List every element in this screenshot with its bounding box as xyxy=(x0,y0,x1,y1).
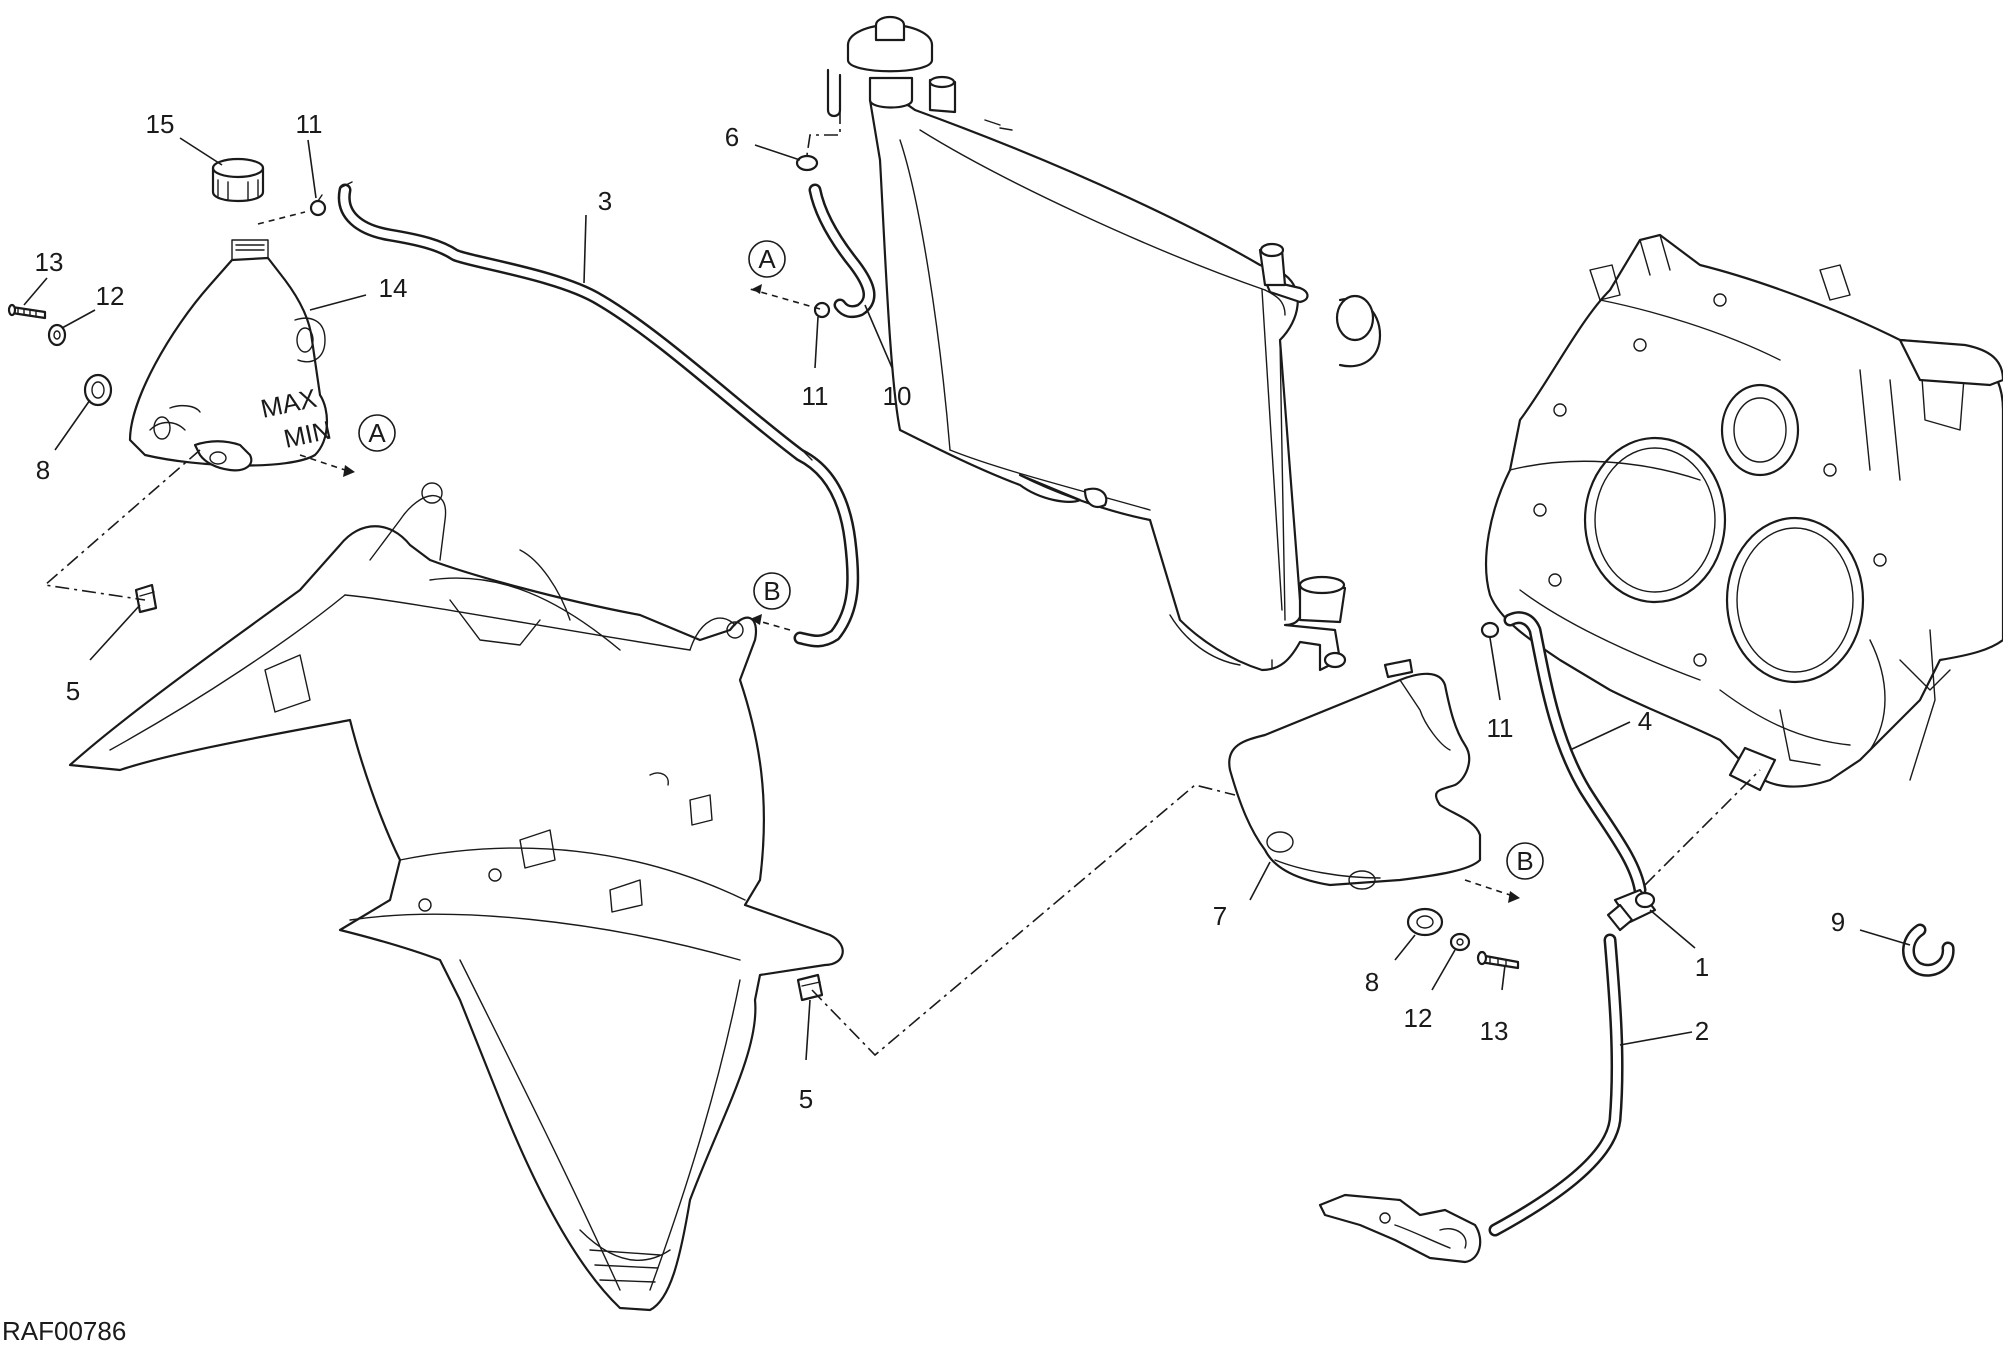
callout-1: 1 xyxy=(1695,952,1709,982)
leader-lines xyxy=(23,137,1911,1061)
callout-13-right: 13 xyxy=(1480,1016,1509,1046)
hose-connector xyxy=(1606,888,1657,932)
alignment-lines xyxy=(43,449,1761,1057)
engine-cylinder-head xyxy=(1484,233,2003,792)
callout-5-upper: 5 xyxy=(66,676,80,706)
bottom-bracket xyxy=(1318,1193,1482,1264)
callout-12-left: 12 xyxy=(96,281,125,311)
radiator-cap xyxy=(826,15,957,118)
callout-11-upper: 11 xyxy=(296,109,323,139)
reference-a-top-label: A xyxy=(758,244,776,274)
deflector-panel xyxy=(1228,658,1482,890)
tank-cap xyxy=(211,157,265,202)
reference-b-right: B xyxy=(1506,842,1544,880)
callout-2: 2 xyxy=(1695,1016,1709,1046)
panel-fastening-right xyxy=(1406,907,1520,970)
callout-7: 7 xyxy=(1213,901,1227,931)
speed-nut-upper xyxy=(134,583,158,614)
drawing-code: RAF00786 xyxy=(2,1316,126,1346)
callout-3: 3 xyxy=(598,186,612,216)
callout-15: 15 xyxy=(146,109,175,139)
hose-clamp-6 xyxy=(795,110,841,172)
radiator xyxy=(868,96,1382,672)
reference-b-mid-label: B xyxy=(763,576,780,606)
hose-clamp-11-lower xyxy=(1480,621,1500,639)
reference-a-left-label: A xyxy=(368,418,386,448)
callout-8-right: 8 xyxy=(1365,967,1379,997)
hose-4 xyxy=(1503,611,1647,897)
callout-13-left: 13 xyxy=(35,247,64,277)
callout-8-left: 8 xyxy=(36,455,50,485)
callout-9: 9 xyxy=(1831,907,1845,937)
hose-clamp-11-middle xyxy=(749,284,831,319)
front-fairing-bracket xyxy=(68,482,844,1312)
hose-clamp-11-upper xyxy=(257,194,327,225)
reference-a-top: A xyxy=(748,240,786,278)
reference-b-right-label: B xyxy=(1516,846,1533,876)
tank-fastening-left xyxy=(7,303,113,407)
callout-12-right: 12 xyxy=(1404,1003,1433,1033)
reference-b-mid: B xyxy=(753,572,791,610)
hose-clip-9 xyxy=(1902,923,1955,977)
callout-6: 6 xyxy=(725,122,739,152)
expansion-tank: MAX MIN xyxy=(128,239,334,472)
callout-11-middle: 11 xyxy=(802,381,829,411)
callout-4: 4 xyxy=(1638,706,1652,736)
callout-14: 14 xyxy=(379,273,408,303)
hose-10 xyxy=(808,183,876,319)
callout-5-lower: 5 xyxy=(799,1084,813,1114)
callout-11-lower: 11 xyxy=(1487,713,1514,743)
callout-numbers: 15 11 3 13 12 14 8 5 5 6 11 10 11 4 7 8 … xyxy=(35,109,1846,1114)
hose-2 xyxy=(1488,933,1624,1237)
callout-10: 10 xyxy=(883,381,912,411)
reference-a-left: A xyxy=(358,414,396,452)
hose-3 xyxy=(337,181,860,648)
